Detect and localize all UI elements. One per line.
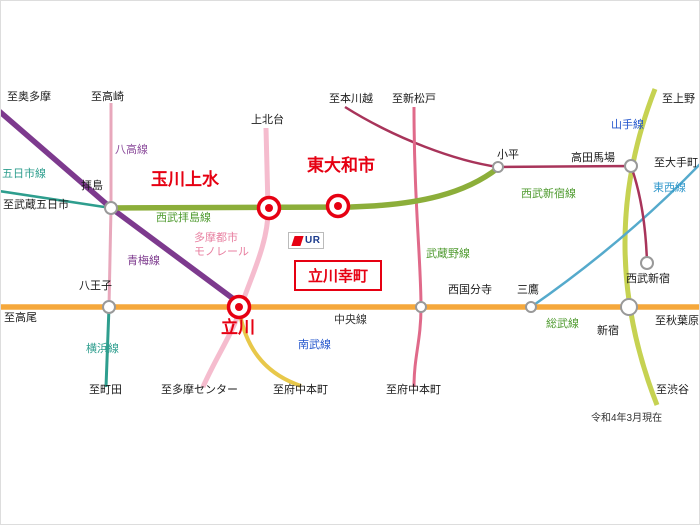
edge-label-akihabara: 至秋葉原 xyxy=(655,315,699,327)
line-label-monorail-1: 多摩都市 xyxy=(194,232,238,244)
edge-label-tama-center: 至多摩センター xyxy=(161,384,238,396)
edge-label-ueno: 至上野 xyxy=(662,93,695,105)
yamanote-line-path xyxy=(622,88,660,406)
edge-label-takasaki: 至高崎 xyxy=(91,91,124,103)
station-label-seibu-shinjuku: 西武新宿 xyxy=(626,273,670,285)
line-label-tozai: 東西線 xyxy=(653,182,686,194)
edge-label-otemachi: 至大手町 xyxy=(654,157,698,169)
station-marker-higashi-yamato-shi xyxy=(325,193,351,219)
line-label-nambu: 南武線 xyxy=(298,339,331,351)
station-marker-tachikawa xyxy=(226,294,252,320)
station-dot-shinjuku xyxy=(620,298,638,316)
station-dot-mitaka xyxy=(525,301,537,313)
station-label-kodaira: 小平 xyxy=(497,149,519,161)
line-label-chuo: 中央線 xyxy=(334,314,367,326)
musashino-line-path xyxy=(412,106,423,388)
edge-label-machida: 至町田 xyxy=(89,384,122,396)
station-label-hachioji: 八王子 xyxy=(79,280,112,292)
station-marker-tamagawa-josui xyxy=(256,195,282,221)
edge-label-okutama: 至奥多摩 xyxy=(7,91,51,103)
station-label-higashi-yamato-shi: 東大和市 xyxy=(307,156,375,175)
nambu-line-path xyxy=(237,308,302,388)
property-label-box: 立川幸町 xyxy=(294,260,383,291)
station-label-tachikawa: 立川 xyxy=(221,318,255,337)
ur-logo-text: UR xyxy=(305,235,321,246)
line-label-ome: 青梅線 xyxy=(127,255,160,267)
station-label-kamikitadai: 上北台 xyxy=(251,114,284,126)
seibu-shinjuku-line-path xyxy=(344,105,649,264)
station-label-takadanobaba: 高田馬場 xyxy=(571,152,615,164)
station-label-tamagawa-josui: 玉川上水 xyxy=(151,170,219,189)
line-label-monorail-2: モノレール xyxy=(194,246,249,258)
line-label-sobu: 総武線 xyxy=(546,318,579,330)
station-label-nishi-kokubunji: 西国分寺 xyxy=(448,284,492,296)
line-label-musashino: 武蔵野線 xyxy=(426,248,470,260)
station-dot-hachioji xyxy=(102,300,116,314)
edge-label-shin-matsudo: 至新松戸 xyxy=(392,93,436,105)
line-label-seibu-haijima: 西武拝島線 xyxy=(156,212,211,224)
line-label-yokohama: 横浜線 xyxy=(86,343,119,355)
station-label-haijima: 拝島 xyxy=(81,180,103,192)
station-dot-takadanobaba xyxy=(624,159,638,173)
edge-label-fuchu-hommachi-2: 至府中本町 xyxy=(386,384,441,396)
seibu-haijima-line-path xyxy=(110,165,500,211)
edge-label-hon-kawagoe: 至本川越 xyxy=(329,93,373,105)
station-dot-nishi-kokubunji xyxy=(415,301,427,313)
line-label-hachiko: 八高線 xyxy=(115,144,148,156)
station-label-shinjuku: 新宿 xyxy=(597,325,619,337)
station-dot-haijima xyxy=(104,201,118,215)
edge-label-musashi-itsukaichi: 至武蔵五日市 xyxy=(3,199,69,211)
yokohama-line-path xyxy=(104,306,111,388)
line-label-seibu-shinjuku: 西武新宿線 xyxy=(521,188,576,200)
edge-label-shibuya: 至渋谷 xyxy=(656,384,689,396)
edge-label-fuchu-hommachi-1: 至府中本町 xyxy=(273,384,328,396)
edge-label-takao: 至高尾 xyxy=(4,312,37,324)
itsukaichi-line-path xyxy=(1,190,112,210)
tozai-line-path xyxy=(530,163,699,309)
station-label-mitaka: 三鷹 xyxy=(517,284,539,296)
ur-logo: UR xyxy=(288,232,324,249)
station-dot-seibu-shinjuku xyxy=(640,256,654,270)
station-dot-kodaira xyxy=(492,161,504,173)
map-date-note: 令和4年3月現在 xyxy=(591,413,663,424)
ur-logo-mark-icon xyxy=(291,235,304,246)
line-label-itsukaichi: 五日市線 xyxy=(2,168,46,180)
line-label-yamanote: 山手線 xyxy=(611,119,644,131)
